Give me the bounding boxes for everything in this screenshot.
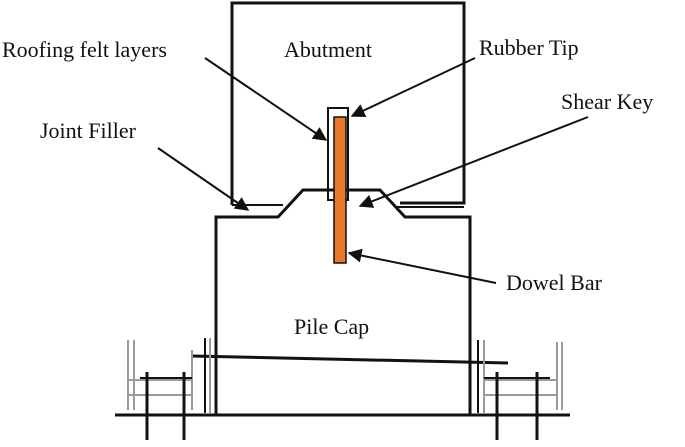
roofing-felt-label: Roofing felt layers xyxy=(2,37,167,62)
pile-cap-rebar xyxy=(191,354,509,365)
left-piles xyxy=(127,338,211,440)
joint-filler-label: Joint Filler xyxy=(40,118,137,143)
right-piles xyxy=(477,340,563,440)
abutment-label: Abutment xyxy=(284,37,372,62)
rubber-tip-label: Rubber Tip xyxy=(479,35,579,60)
rubber-tip-arrow xyxy=(350,57,476,117)
dowel-bar-label: Dowel Bar xyxy=(506,270,603,295)
dowel-bar-arrow xyxy=(347,248,497,284)
shear-key-arrow xyxy=(358,116,589,208)
joint-filler-arrow xyxy=(157,147,250,211)
dowel-bar xyxy=(333,116,347,264)
shear-key-label: Shear Key xyxy=(561,89,653,114)
abutment-outline xyxy=(230,1,466,205)
pile-cap-label: Pile Cap xyxy=(294,314,369,339)
roofing-felt-arrow xyxy=(204,57,328,141)
